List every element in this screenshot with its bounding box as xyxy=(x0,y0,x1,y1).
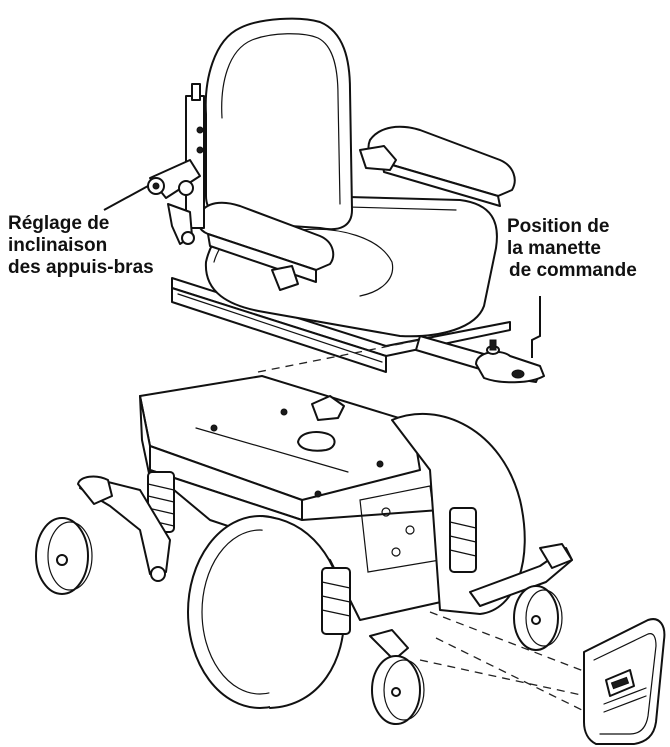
caster-hub-front xyxy=(391,687,401,697)
leader-armrest xyxy=(103,185,149,211)
joystick-module xyxy=(475,350,545,384)
joystick-shaft xyxy=(489,339,497,351)
callout-joystick-line-2: la manette xyxy=(507,238,601,259)
deck-seam xyxy=(195,427,349,473)
post-bolt-1 xyxy=(196,126,204,134)
caster-arm-rear-left xyxy=(79,479,171,575)
seat-assembly xyxy=(147,17,545,384)
deck-slot xyxy=(297,431,336,452)
armrest-post-top xyxy=(191,83,201,101)
front-shroud xyxy=(583,618,666,745)
callout-armrest-line-1: Réglage de xyxy=(8,213,110,234)
caster-arm-pivot xyxy=(150,566,166,582)
caster-fork-rear-left xyxy=(77,475,113,505)
shock-right xyxy=(449,507,477,573)
backrest-inner-edge xyxy=(221,33,341,205)
shroud-badge-mark xyxy=(610,676,630,690)
deck-bolt-3 xyxy=(376,460,384,468)
caster-wheel-right-tread xyxy=(525,589,563,647)
callout-joystick-line-1: Position de xyxy=(507,216,610,237)
deck-bolt-4 xyxy=(314,490,322,498)
post-bolt-2 xyxy=(196,146,204,154)
armrest-tilt-mechanism xyxy=(147,83,205,245)
assembly-line-shroud-1 xyxy=(429,611,587,673)
caster-hub-right xyxy=(531,615,541,625)
coil-10 xyxy=(321,609,351,617)
plate-hole-2 xyxy=(405,525,415,535)
caster-wheel-front-tread xyxy=(383,659,425,721)
shroud-grille-1 xyxy=(603,687,647,705)
suspension-right xyxy=(449,507,477,573)
caster-fork-right xyxy=(539,543,573,569)
seat-post-connector xyxy=(311,395,345,421)
tilt-pivot xyxy=(178,180,194,196)
seat-rail-detail xyxy=(177,293,383,363)
coil-1 xyxy=(147,483,175,491)
armrest-right-bracket xyxy=(359,145,397,171)
coil-6 xyxy=(449,535,477,543)
tilt-knob-center xyxy=(152,182,160,190)
callout-armrest-tilt: Réglage de inclinaison des appuis-bras xyxy=(8,213,154,279)
leader-joystick xyxy=(531,296,541,358)
caster-wheel-rear-left-tread xyxy=(47,521,93,591)
caster-fork-front xyxy=(369,629,409,661)
callout-armrest-line-2: inclinaison xyxy=(8,235,108,256)
plate-hole-1 xyxy=(381,507,391,517)
callout-joystick-line-3: de commande xyxy=(509,260,637,281)
deck-bolt-2 xyxy=(280,408,288,416)
assembly-line-shroud-2 xyxy=(435,637,587,713)
callout-armrest-line-3: des appuis-bras xyxy=(8,257,154,278)
deck-bolt-1 xyxy=(210,424,218,432)
joystick-bracket-bolt xyxy=(511,369,525,379)
shroud-inner-edge xyxy=(593,633,657,735)
coil-7 xyxy=(449,549,477,557)
coil-8 xyxy=(321,581,351,589)
caster-hub-rear-left xyxy=(56,554,68,566)
armrest-left-clip xyxy=(271,265,299,291)
coil-2 xyxy=(147,495,175,503)
callout-joystick-position: Position de la manette de commande xyxy=(507,216,637,282)
assembly-line-shroud-3 xyxy=(419,659,587,697)
coil-5 xyxy=(449,521,477,529)
shock-front xyxy=(321,567,351,635)
seat-frame-side xyxy=(171,287,387,373)
plate-hole-3 xyxy=(391,547,401,557)
suspension-front xyxy=(321,567,351,635)
coil-9 xyxy=(321,595,351,603)
shroud-grille-2 xyxy=(603,695,647,713)
tilt-pivot-lower xyxy=(181,231,195,245)
power-base xyxy=(35,375,573,725)
